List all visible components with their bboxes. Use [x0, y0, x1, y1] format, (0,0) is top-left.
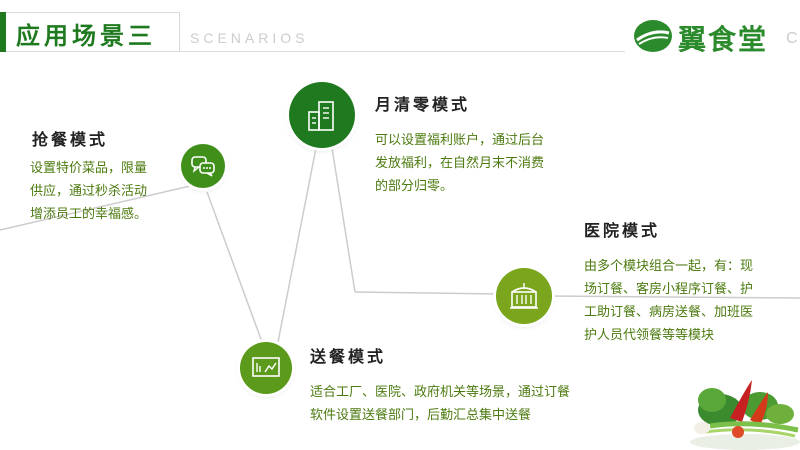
delivery-mode-node: [240, 342, 292, 394]
page-subtitle: SCENARIOS: [190, 30, 309, 46]
logo-edge-mark: C: [786, 30, 798, 46]
monthly-line-3: 的部分归零。: [375, 179, 454, 194]
hospital-mode-description: 由多个模块组合一起，有：现 场订餐、客房小程序订餐、护 工助订餐、病房送餐、加班…: [584, 255, 753, 347]
title-frame: [0, 12, 180, 52]
page-title: 应用场景三: [16, 22, 156, 50]
buildings-icon: [308, 101, 334, 131]
vegetables-illustration: [690, 380, 800, 450]
rush-mode-description: 设置特价菜品，限量 供应，通过秒杀活动 增添员工的幸福感。: [30, 157, 147, 226]
delivery-mode-title: 送餐模式: [310, 347, 387, 366]
hospital-line-3: 工助订餐、病房送餐、加班医: [584, 305, 754, 320]
monthly-reset-description: 可以设置福利账户，通过后台 发放福利，在自然月末不消费 的部分归零。: [375, 129, 544, 198]
logo-text: 翼食堂: [678, 23, 769, 56]
title-accent-bar: [0, 12, 6, 52]
monthly-reset-title: 月清零模式: [375, 95, 471, 114]
hospital-line-2: 场订餐、客房小程序订餐、护: [584, 282, 754, 297]
hospital-line-4: 护人员代领餐等等模块: [584, 328, 715, 343]
rush-mode-node: [181, 144, 225, 188]
header-divider: [180, 51, 625, 52]
monthly-line-2: 发放福利，在自然月末不消费: [375, 156, 545, 171]
monthly-reset-node: [289, 82, 355, 148]
chat-bubbles-icon: [191, 156, 215, 177]
rush-mode-title: 抢餐模式: [32, 130, 109, 149]
hospital-mode-title: 医院模式: [584, 221, 661, 240]
logo-emblem-icon: [634, 20, 672, 52]
hospital-mode-node: [496, 268, 552, 324]
rush-line-3: 增添员工的幸福感。: [30, 207, 148, 222]
hospital-building-icon: [510, 283, 538, 309]
rush-line-2: 供应，通过秒杀活动: [30, 184, 148, 199]
chart-screen-icon: [252, 357, 280, 377]
delivery-mode-description: 适合工厂、医院、政府机关等场景，通过订餐 软件设置送餐部门，后勤汇总集中送餐: [310, 381, 570, 427]
delivery-line-1: 适合工厂、医院、政府机关等场景，通过订餐: [310, 385, 571, 400]
rush-line-1: 设置特价菜品，限量: [30, 161, 148, 176]
monthly-line-1: 可以设置福利账户，通过后台: [375, 133, 545, 148]
hospital-line-1: 由多个模块组合一起，有：现: [584, 259, 754, 274]
delivery-line-2: 软件设置送餐部门，后勤汇总集中送餐: [310, 408, 532, 423]
